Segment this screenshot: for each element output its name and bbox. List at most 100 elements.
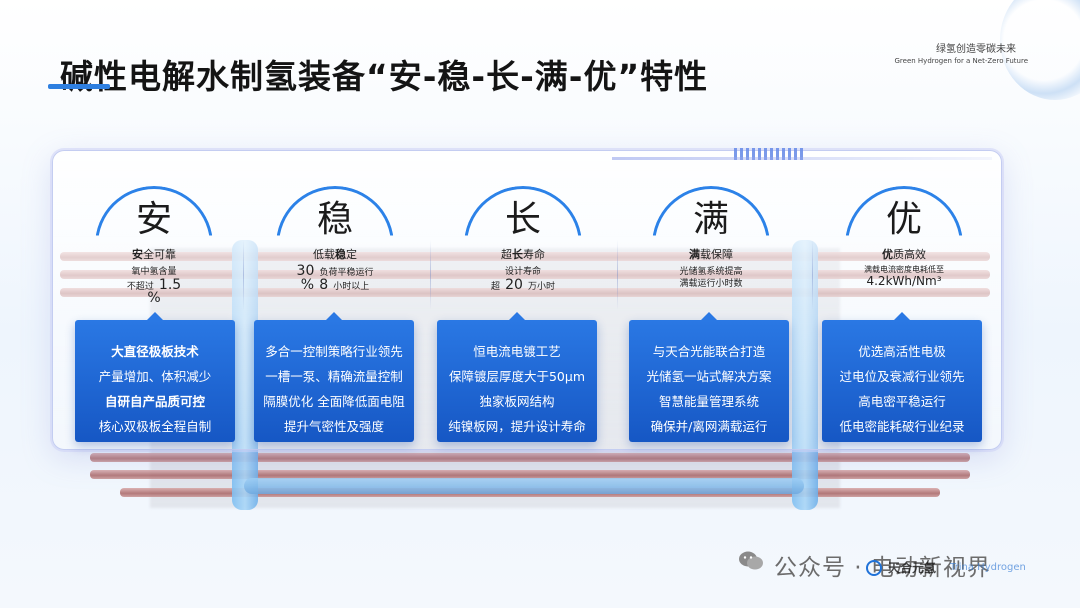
feature-box-stable: 多合一控制策略行业领先 一槽一泵、精确流量控制 隔膜优化 全面降低面电阻 提升气… bbox=[254, 312, 414, 442]
feature-headline-rest: 质高效 bbox=[893, 248, 926, 261]
feature-detail: 满载运行小时数 bbox=[679, 279, 743, 289]
column-divider bbox=[617, 240, 618, 310]
feature-headline-prefix: 低载 bbox=[313, 248, 335, 261]
feature-detail-value: 超 20 万小时 bbox=[438, 274, 608, 293]
feature-detail-prefix: 超 bbox=[490, 282, 500, 292]
column-divider bbox=[812, 240, 813, 310]
feature-headline-bold: 安 bbox=[132, 248, 143, 261]
feature-column-safe: 安 安全可靠 氧中氢含量 不超过 1.5 % bbox=[69, 168, 239, 448]
feature-headline-bold: 优 bbox=[882, 248, 893, 261]
feature-value: 4.2kWh/Nm³ bbox=[866, 274, 942, 288]
feature-headline-bold: 满 bbox=[689, 248, 700, 261]
feature-char: 稳 bbox=[316, 199, 353, 240]
feature-detail: 氧中氢含量 bbox=[131, 267, 177, 277]
column-divider bbox=[430, 240, 431, 310]
slogan-chinese: 绿氢创造零碳未来 bbox=[936, 44, 1016, 55]
feature-value: 1.5 bbox=[158, 277, 182, 293]
arc-decoration bbox=[845, 186, 963, 304]
feature-headline: 满载保障 bbox=[626, 246, 796, 262]
feature-value-unit: % bbox=[147, 290, 161, 306]
feature-column-stable: 稳 低载稳定 30 负荷平稳运行 % 8 小时以上 bbox=[250, 168, 420, 448]
feature-box-excellent: 优选高活性电极 过电位及衰减行业领先 高电密平稳运行 低电密能耗破行业纪录 bbox=[822, 312, 982, 442]
feature-box-long: 恒电流电镀工艺 保障镀层厚度大于50μm 独家板网结构 纯镍板网，提升设计寿命 bbox=[437, 312, 597, 442]
box-pointer bbox=[326, 312, 342, 320]
box-line: 纯镍板网，提升设计寿命 bbox=[448, 419, 586, 434]
feature-headline-rest: 全可靠 bbox=[143, 248, 176, 261]
feature-detail-value: 不超过 1.5 bbox=[69, 274, 239, 293]
box-line: 光储氢一站式解决方案 bbox=[646, 369, 772, 384]
page-title: 碱性电解水制氢装备“安-稳-长-满-优”特性 bbox=[60, 57, 709, 96]
feature-detail: 小时以上 bbox=[333, 282, 370, 292]
feature-char: 优 bbox=[885, 199, 922, 240]
box-line: 高电密平稳运行 bbox=[858, 394, 946, 409]
box-line: 保障镀层厚度大于50μm bbox=[448, 369, 586, 384]
arc-decoration bbox=[276, 186, 394, 304]
rod bbox=[90, 453, 970, 462]
box-line: 确保并/离网满载运行 bbox=[650, 419, 768, 434]
panel-tab-line bbox=[612, 157, 992, 160]
feature-headline: 低载稳定 bbox=[250, 246, 420, 262]
feature-value: 8 bbox=[319, 277, 329, 293]
electrolyzer-base bbox=[244, 478, 804, 494]
wechat-icon bbox=[739, 551, 763, 570]
box-line: 核心双极板全程自制 bbox=[98, 419, 212, 434]
feature-headline-bold: 稳 bbox=[335, 248, 346, 261]
box-line: 恒电流电镀工艺 bbox=[473, 344, 561, 359]
feature-headline-bold: 长 bbox=[512, 248, 523, 261]
feature-value: 30 bbox=[296, 263, 315, 279]
feature-column-full: 满 满载保障 光储氢系统提高 满载运行小时数 bbox=[626, 168, 796, 448]
slogan-english: Green Hydrogen for a Net-Zero Future bbox=[894, 57, 1029, 65]
box-line: 优选高活性电极 bbox=[858, 344, 946, 359]
feature-detail-row: 30 负荷平稳运行 bbox=[250, 260, 420, 279]
box-line: 与天合光能联合打造 bbox=[652, 344, 766, 359]
feature-detail: 设计寿命 bbox=[504, 267, 541, 277]
brand-name: 天合元氢 bbox=[888, 561, 937, 575]
title-accent-bar bbox=[48, 84, 110, 89]
rod bbox=[90, 470, 970, 479]
box-line: 过电位及衰减行业领先 bbox=[839, 369, 965, 384]
feature-column-long: 长 超长寿命 设计寿命 超 20 万小时 bbox=[438, 168, 608, 448]
column-divider bbox=[243, 240, 244, 310]
feature-value-unit: % bbox=[300, 277, 315, 293]
box-line: 智慧能量管理系统 bbox=[658, 394, 759, 409]
feature-box-full: 与天合光能联合打造 光储氢一站式解决方案 智慧能量管理系统 确保并/离网满载运行 bbox=[629, 312, 789, 442]
box-line: 产量增加、体积减少 bbox=[98, 369, 212, 384]
feature-detail-row: % 8 小时以上 bbox=[250, 274, 420, 293]
feature-headline: 超长寿命 bbox=[438, 246, 608, 262]
feature-headline-rest: 载保障 bbox=[700, 248, 733, 261]
box-pointer bbox=[894, 312, 910, 320]
feature-headline: 优质高效 bbox=[819, 246, 989, 262]
box-line: 一槽一泵、精确流量控制 bbox=[265, 369, 403, 384]
box-line: 提升气密性及强度 bbox=[283, 419, 384, 434]
feature-char: 安 bbox=[135, 199, 172, 240]
box-line: 隔膜优化 全面降低面电阻 bbox=[263, 394, 405, 409]
brand-logo-icon bbox=[866, 560, 882, 576]
feature-box-safe: 大直径极板技术 产量增加、体积减少 自研自产品质可控 核心双极板全程自制 bbox=[75, 312, 235, 442]
feature-detail: 光储氢系统提高 bbox=[679, 267, 743, 277]
feature-headline: 安全可靠 bbox=[69, 246, 239, 262]
feature-detail-suffix: 万小时 bbox=[528, 282, 556, 292]
feature-headline-rest: 定 bbox=[346, 248, 357, 261]
feature-headline-prefix: 超 bbox=[501, 248, 512, 261]
box-line: 独家板网结构 bbox=[479, 394, 555, 409]
feature-detail-prefix: 不超过 bbox=[126, 282, 154, 292]
feature-detail: 负荷平稳运行 bbox=[319, 268, 374, 278]
feature-value: 20 bbox=[505, 277, 523, 293]
feature-char: 长 bbox=[504, 199, 541, 240]
arc-decoration bbox=[95, 186, 213, 304]
box-line: 大直径极板技术 bbox=[111, 344, 199, 359]
box-pointer bbox=[147, 312, 163, 320]
feature-detail: 满载电流密度电耗低至 bbox=[864, 265, 944, 274]
box-line: 自研自产品质可控 bbox=[104, 394, 205, 409]
box-pointer bbox=[509, 312, 525, 320]
feature-column-excellent: 优 优质高效 满载电流密度电耗低至 4.2kWh/Nm³ bbox=[819, 168, 989, 448]
arc-decoration bbox=[652, 186, 770, 304]
brand-name-english: Trina Hydrogen bbox=[950, 562, 1026, 573]
feature-char: 满 bbox=[692, 199, 729, 240]
feature-headline-rest: 寿命 bbox=[523, 248, 545, 261]
arc-decoration bbox=[464, 186, 582, 304]
box-line: 低电密能耗破行业纪录 bbox=[839, 419, 965, 434]
box-pointer bbox=[701, 312, 717, 320]
box-line: 多合一控制策略行业领先 bbox=[265, 344, 403, 359]
